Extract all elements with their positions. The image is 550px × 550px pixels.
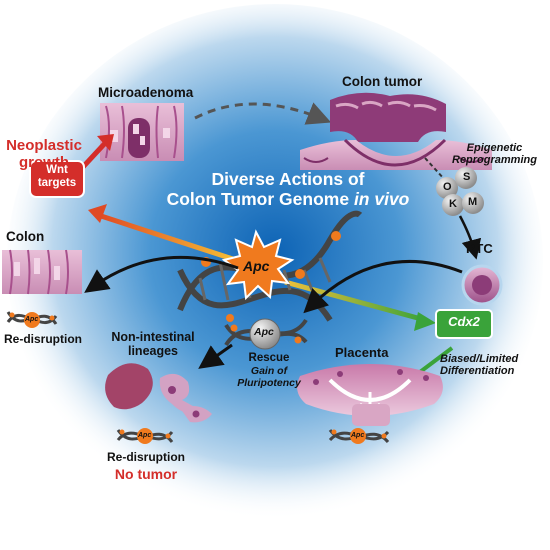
rescue-apc-ball <box>249 318 281 350</box>
title-italic: in vivo <box>353 188 410 209</box>
oskm-factors <box>436 167 484 216</box>
diagram-title: Diverse Actions of Colon Tumor Genome in… <box>138 169 438 209</box>
biased-line-1: Biased/Limited <box>440 353 519 365</box>
label-apc-small-bottom: Apc <box>138 432 152 439</box>
wnt-line-2: targets <box>37 176 77 189</box>
label-epigenetic-reprogramming: Epigenetic Reprogramming <box>452 142 537 167</box>
gain-line-2: Pluripotency <box>237 376 301 389</box>
rescue-to-lineages-arrow <box>198 343 233 369</box>
label-cdx2: Cdx2 <box>448 314 480 329</box>
epigenetic-line-1: Epigenetic <box>466 142 523 154</box>
label-rtc: RTC <box>466 241 493 256</box>
microadenoma-tissue-image <box>100 103 184 161</box>
label-apc-small-placenta: Apc <box>351 432 365 439</box>
colon-tissue-image <box>2 249 82 295</box>
wnt-line-1: Wnt <box>46 164 68 176</box>
rescue-dna <box>224 318 308 350</box>
title-line-1: Diverse Actions of <box>211 169 365 189</box>
helix-to-colon-arrow <box>84 255 239 293</box>
progression-dashed-arrow <box>194 102 332 125</box>
gain-line-1: Gain of <box>250 365 288 377</box>
apc-to-wnt-arrow <box>97 212 243 265</box>
oskm-ball-o <box>436 177 458 199</box>
label-apc-rescue: Apc <box>254 326 274 338</box>
label-colon: Colon <box>6 229 45 244</box>
label-m: M <box>468 196 478 208</box>
label-microadenoma: Microadenoma <box>98 85 194 100</box>
label-rescue: Rescue <box>248 352 290 364</box>
label-apc-small-left: Apc <box>25 316 39 323</box>
non-intestinal-cells <box>105 363 212 423</box>
oskm-ball-k <box>442 194 464 216</box>
neoplastic-line-1: Neoplastic <box>6 137 82 154</box>
neoplastic-line-2: growth <box>19 153 69 171</box>
label-non-intestinal-lineages: Non-intestinal lineages <box>98 330 208 358</box>
title-line-2: Colon Tumor Genome in vivo <box>166 188 410 209</box>
placenta-image <box>297 364 443 426</box>
label-placenta: Placenta <box>335 345 389 360</box>
dna-placenta <box>328 428 390 444</box>
oskm-to-rtc-arrow <box>458 215 482 260</box>
apc-starburst <box>221 229 295 301</box>
dna-bottom <box>116 428 174 444</box>
epigenetic-line-2: Reprogramming <box>452 154 537 167</box>
non-intestinal-line-2: lineages <box>127 344 179 358</box>
label-o: O <box>443 181 452 193</box>
epigenetic-dashed-line <box>424 157 446 181</box>
dna-bottom-apc-burst <box>137 428 153 444</box>
rtc-to-rescue-arrow <box>303 260 463 314</box>
rtc-nucleus <box>472 275 492 295</box>
label-apc-center: Apc <box>243 258 270 274</box>
label-neoplastic-growth: Neoplastic growth <box>0 137 88 172</box>
dna-left <box>6 311 58 328</box>
label-k: K <box>449 198 457 210</box>
non-intestinal-line-1: Non-intestinal <box>111 330 195 344</box>
label-gain-of-pluripotency: Gain of Pluripotency <box>228 365 310 390</box>
label-wnt-targets: Wnt targets <box>30 164 84 190</box>
label-redisruption-bottom: Re-disruption <box>107 450 185 464</box>
cdx2-box <box>435 309 493 339</box>
oskm-ball-m <box>462 192 484 214</box>
label-biased-differentiation: Biased/Limited Differentiation <box>440 353 518 378</box>
label-redisruption-left: Re-disruption <box>4 332 82 346</box>
dna-placenta-apc-burst <box>350 428 366 444</box>
label-colon-tumor: Colon tumor <box>342 74 423 89</box>
oskm-ball-s <box>455 167 477 189</box>
label-no-tumor: No tumor <box>114 466 178 482</box>
colon-tumor-tissue-image <box>300 92 492 170</box>
label-s: S <box>463 171 471 183</box>
dna-left-apc-burst <box>24 312 40 328</box>
wnt-targets-box <box>29 160 85 198</box>
biased-line-2: Differentiation <box>440 365 515 378</box>
